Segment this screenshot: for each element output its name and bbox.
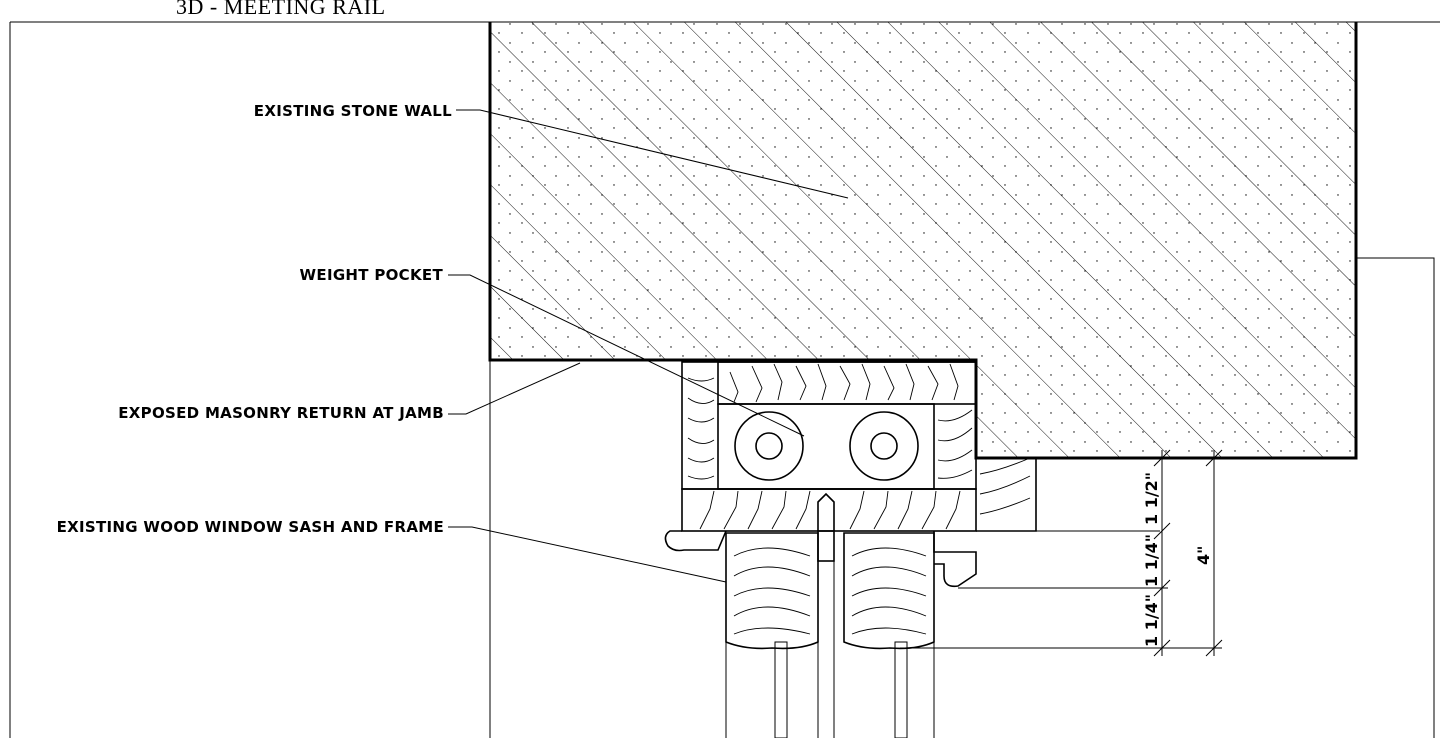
label-stone-wall: EXISTING STONE WALL xyxy=(254,102,452,120)
label-masonry-return: EXPOSED MASONRY RETURN AT JAMB xyxy=(118,404,444,422)
dim-1-1-4-upper: 1 1/4" xyxy=(1142,534,1161,587)
dimension-extensions xyxy=(900,587,1222,649)
sash-rails xyxy=(725,532,935,738)
weight-pocket xyxy=(734,411,919,481)
wood-grain xyxy=(687,363,1031,530)
leader-lines xyxy=(448,109,849,583)
stone-wall xyxy=(488,22,1358,460)
dim-1-1-4-lower: 1 1/4" xyxy=(1142,594,1161,647)
dim-1-1-2: 1 1/2" xyxy=(1142,472,1161,525)
dimension-lines xyxy=(1153,449,1223,657)
label-sash-frame: EXISTING WOOD WINDOW SASH AND FRAME xyxy=(57,518,444,536)
dim-overall: 4" xyxy=(1194,546,1213,565)
label-weight-pocket: WEIGHT POCKET xyxy=(300,266,444,284)
drawing-title: 3D - MEETING RAIL xyxy=(176,0,386,19)
parting-stop xyxy=(817,492,835,738)
